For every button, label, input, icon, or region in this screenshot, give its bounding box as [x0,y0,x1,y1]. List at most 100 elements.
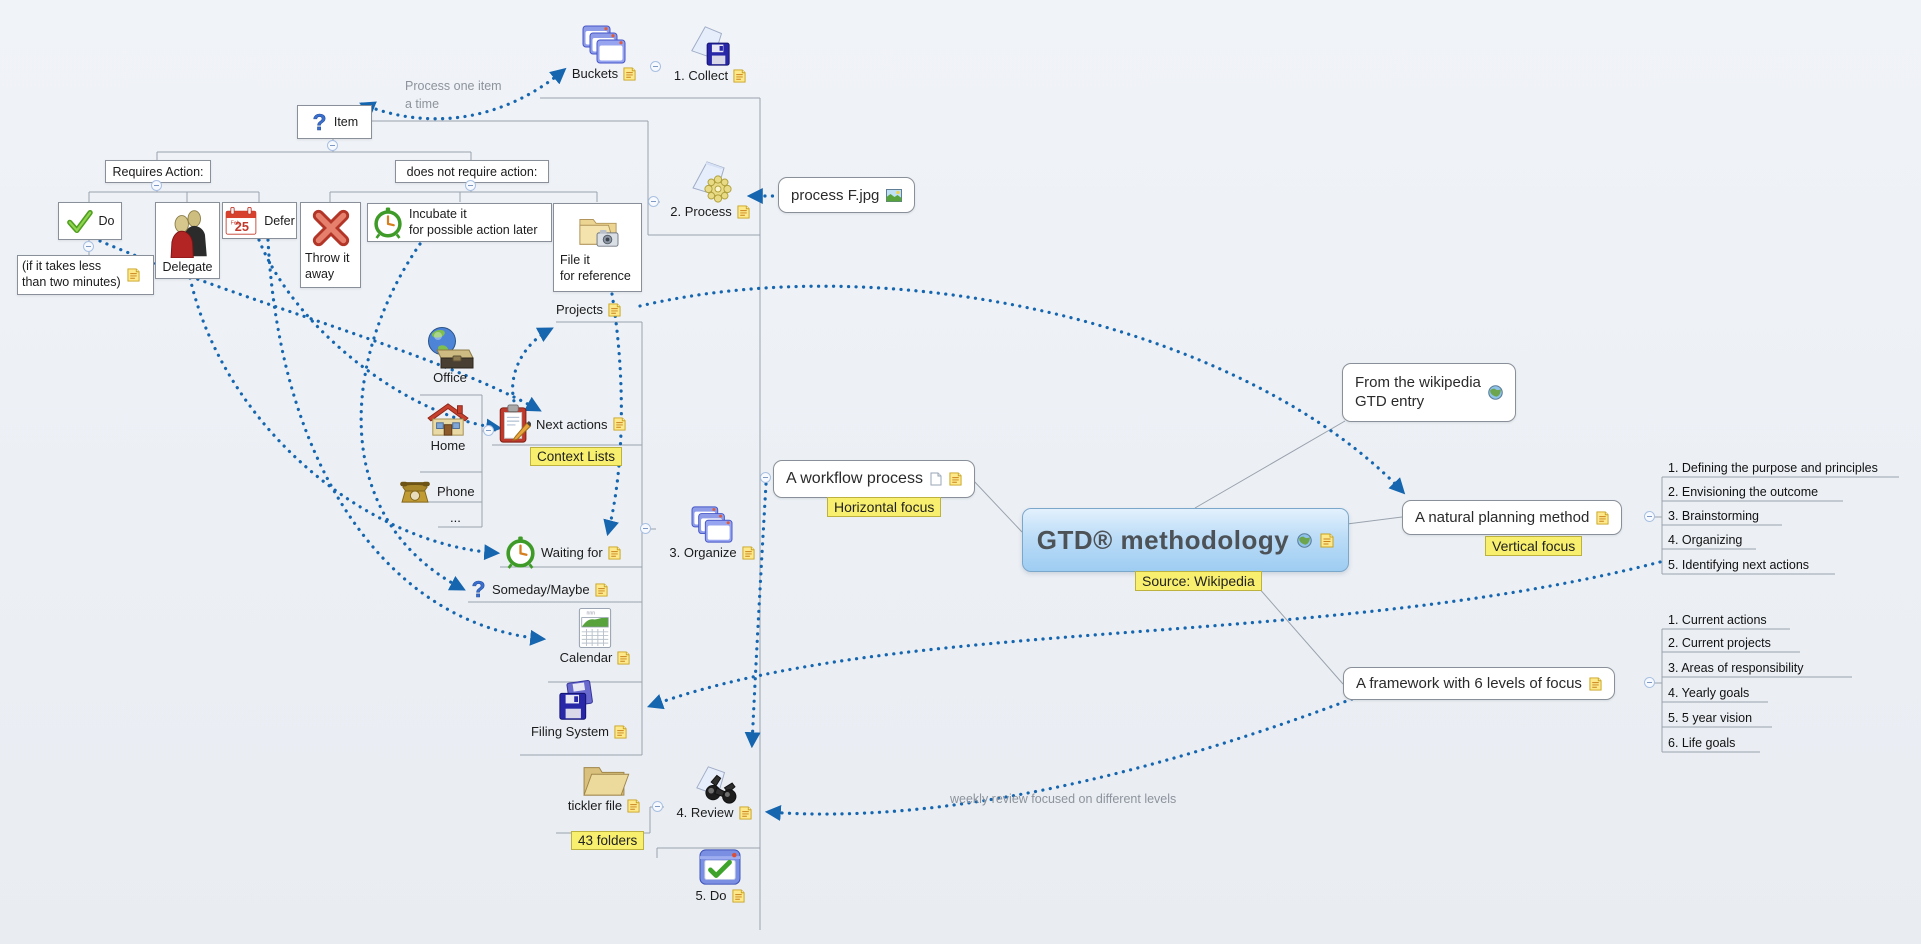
topic-delegate[interactable]: Delegate [155,202,220,279]
label-source-wikipedia: Source: Wikipedia [1135,571,1262,591]
globe-icon[interactable] [1488,385,1503,400]
rel-nextactions-filingsystem [646,560,1662,710]
list-item-framework-3[interactable]: 3. Areas of responsibility [1668,661,1804,675]
delegate-people-icon [170,209,207,258]
note-icon[interactable] [608,303,621,317]
globe-icon[interactable] [1297,532,1313,548]
topic-collect[interactable]: 1. Collect [662,24,758,83]
list-item-framework-5[interactable]: 5. 5 year vision [1668,711,1753,725]
svg-text:Feb: Feb [231,220,240,226]
list-item-planning-3[interactable]: 3. Brainstorming [1668,509,1760,523]
topic-no-action[interactable]: does not require action: [395,160,549,183]
collapse-toggle[interactable] [83,241,94,252]
note-icon[interactable] [617,651,630,665]
collapse-toggle[interactable] [327,140,338,151]
topic-do-step[interactable]: 5. Do [682,848,758,903]
collapse-toggle[interactable] [151,180,162,191]
open-folder-icon [583,767,630,796]
note-icon[interactable] [1596,511,1609,525]
topic-next-actions[interactable]: Next actions [498,404,626,444]
label-horizontal-focus: Horizontal focus [827,497,942,517]
topic-review[interactable]: 4. Review [668,763,760,820]
red-x-icon [312,210,349,247]
list-item-planning-4[interactable]: 4. Organizing [1668,533,1743,547]
collapse-toggle[interactable] [648,196,659,207]
note-icon[interactable] [733,69,746,83]
topic-file-reference[interactable]: File it for reference [553,203,642,292]
svg-text:?: ? [312,110,326,135]
list-item-framework-2[interactable]: 2. Current projects [1668,636,1771,650]
topic-tickler-file[interactable]: tickler file [556,760,652,813]
topic-office[interactable]: Office [418,326,482,385]
note-icon[interactable] [614,725,627,739]
note-icon[interactable] [127,268,140,282]
collapse-toggle[interactable] [652,801,663,812]
note-icon[interactable] [742,546,755,560]
collapse-toggle[interactable] [465,180,476,191]
image-thumbnail-icon [886,188,903,202]
topic-do[interactable]: Do [58,202,122,240]
topic-framework[interactable]: A framework with 6 levels of focus [1343,667,1615,700]
note-icon[interactable] [608,546,621,560]
rel-framework-review [764,697,1354,821]
list-item-planning-5[interactable]: 5. Identifying next actions [1668,558,1810,572]
label-context-lists: Context Lists [530,447,623,466]
svg-text:nnn: nnn [586,611,595,617]
note-icon[interactable] [738,806,752,820]
list-item-framework-4[interactable]: 4. Yearly goals [1668,686,1750,700]
page-icon[interactable] [930,472,942,486]
topic-calendar[interactable]: nnn Calendar [552,606,638,665]
collapse-toggle[interactable] [640,523,651,534]
note-icon[interactable] [1320,533,1334,548]
central-topic[interactable]: GTD® methodology [1022,508,1349,572]
topic-filing-system[interactable]: Filing System [524,680,634,739]
note-icon[interactable] [1589,677,1602,691]
topic-phone[interactable]: Phone [398,478,475,504]
paper-floppy-icon [691,26,730,66]
list-item-planning-2[interactable]: 2. Envisioning the outcome [1668,485,1819,499]
calendar-chart-icon: nnn [578,608,612,648]
topic-process-attachment[interactable]: process F.jpg [778,177,916,213]
collapse-toggle[interactable] [760,472,771,483]
list-item-planning-1[interactable]: 1. Defining the purpose and principles [1668,461,1878,475]
topic-do-note[interactable]: (if it takes less than two minutes) [17,255,154,295]
topic-workflow-process[interactable]: A workflow process [773,460,975,498]
rel-defer-calendar [266,238,547,646]
svg-text:?: ? [472,577,486,602]
topic-throw-away[interactable]: Throw it away [300,202,361,288]
window-stack-icon [582,25,626,64]
topic-defer[interactable]: Feb 25 Defer [222,202,297,239]
topic-projects[interactable]: Projects [556,302,621,317]
topic-home[interactable]: Home [418,400,478,453]
collapse-toggle[interactable] [650,61,661,72]
topic-process[interactable]: 2. Process [662,158,758,219]
note-icon[interactable] [737,205,750,219]
collapse-toggle[interactable] [483,425,494,436]
note-icon[interactable] [623,67,636,81]
topic-waiting-for[interactable]: Waiting for [505,536,621,569]
collapse-toggle[interactable] [1644,677,1655,688]
floppy-disks-icon [559,680,593,720]
topic-buckets[interactable]: Buckets [558,24,650,81]
note-icon[interactable] [627,799,640,813]
topic-more[interactable]: ... [450,510,461,525]
topic-natural-planning[interactable]: A natural planning method [1402,500,1623,535]
collapse-toggle[interactable] [1644,511,1655,522]
list-item-framework-6[interactable]: 6. Life goals [1668,736,1736,750]
list-item-framework-1[interactable]: 1. Current actions [1668,613,1767,627]
note-icon[interactable] [613,417,626,431]
topic-item[interactable]: ? Item [297,105,372,139]
topic-someday-maybe[interactable]: ? Someday/Maybe [470,577,608,602]
note-icon[interactable] [731,889,745,903]
topic-organize[interactable]: 3. Organize [666,505,758,560]
tree-lines [88,97,1899,930]
paper-gear-icon [692,161,732,203]
relationship-label-process-one-item: Process one item a time [405,79,502,111]
relationship-label-weekly-review: weekly review focused on different level… [950,792,1177,806]
red-calendar-icon: Feb 25 [225,206,257,235]
note-icon[interactable] [949,472,962,486]
topic-wikipedia-entry[interactable]: From the wikipedia GTD entry [1342,363,1516,422]
note-icon[interactable] [595,583,608,597]
topic-incubate[interactable]: Incubate it for possible action later [367,203,552,242]
